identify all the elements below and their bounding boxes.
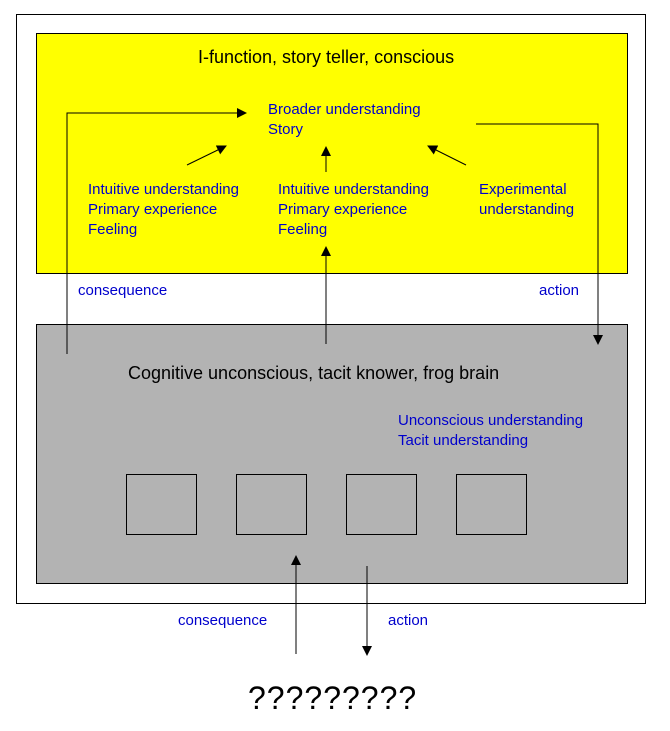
middle-intuitive-group: Intuitive understanding Primary experien… — [278, 180, 429, 240]
experimental-to-story-arrow — [427, 145, 467, 166]
module-box — [236, 474, 307, 535]
module-box — [346, 474, 417, 535]
unconscious-title: Cognitive unconscious, tacit knower, fro… — [128, 363, 500, 383]
experimental-line-1: Experimental — [479, 181, 567, 198]
outer-frame — [16, 14, 646, 604]
middle-group-line-3: Feeling — [278, 221, 328, 238]
action-upper-label: action — [539, 282, 580, 299]
left-to-story-arrow — [186, 145, 227, 166]
action-loop-arrow — [476, 123, 603, 345]
unconscious-box — [36, 324, 628, 584]
left-intuitive-group: Intuitive understanding Primary experien… — [88, 180, 239, 240]
consequence-loop-arrow — [66, 108, 247, 354]
conscious-title: I-function, story teller, conscious — [198, 47, 455, 67]
broader-understanding-label: Broader understanding Story — [268, 100, 421, 140]
conscious-box — [36, 33, 628, 274]
consequence-upper-label: consequence — [78, 282, 168, 299]
left-group-line-2: Primary experience — [88, 201, 218, 218]
experimental-line-2: understanding — [479, 201, 575, 218]
unconscious-line-1: Unconscious understanding — [398, 412, 584, 429]
left-group-line-3: Feeling — [88, 221, 138, 238]
experimental-group: Experimental understanding — [479, 180, 574, 220]
module-box — [456, 474, 527, 535]
consequence-lower-label: consequence — [178, 612, 268, 629]
middle-group-line-1: Intuitive understanding — [278, 181, 429, 198]
left-group-line-1: Intuitive understanding — [88, 181, 239, 198]
unconscious-understanding-label: Unconscious understanding Tacit understa… — [398, 411, 583, 451]
unknown-environment-label: ????????? — [248, 680, 418, 716]
unconscious-line-2: Tacit understanding — [398, 432, 529, 449]
middle-group-line-2: Primary experience — [278, 201, 408, 218]
broader-line-1: Broader understanding — [268, 101, 421, 118]
module-box — [126, 474, 197, 535]
broader-line-2: Story — [268, 121, 304, 138]
action-lower-label: action — [388, 612, 429, 629]
